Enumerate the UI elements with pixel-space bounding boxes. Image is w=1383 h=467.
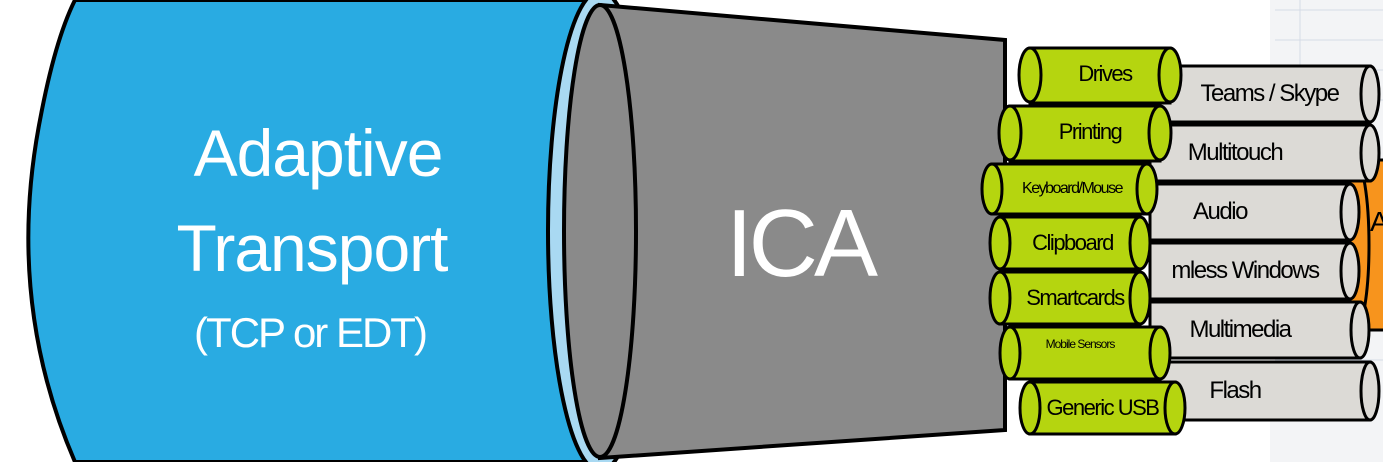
grey-label-flash: Flash (1195, 379, 1275, 403)
grey-label-multitouch: Multitouch (1160, 141, 1310, 165)
grey-label-seamless-windows: mless Windows (1150, 259, 1340, 283)
green-label-drives: Drives (1040, 63, 1170, 85)
transport-title-line1: Adaptive (118, 120, 518, 186)
green-label-printing: Printing (1020, 121, 1160, 143)
grey-cables (1150, 66, 1379, 420)
green-label-mobile-sensors: Mobile Sensors (1040, 336, 1120, 353)
green-label-smartcards: Smartcards (1005, 287, 1145, 309)
grey-label-multimedia: Multimedia (1170, 318, 1310, 342)
green-label-clipboard: Clipboard (1005, 232, 1140, 254)
transport-title-line2: Transport (112, 215, 512, 281)
grey-label-audio: Audio (1165, 200, 1275, 224)
grey-label-teams-skype: Teams / Skype (1182, 82, 1357, 106)
orange-label-partial: A (1370, 208, 1383, 236)
green-label-keyboard-mouse: Keyboard/Mouse (996, 181, 1148, 197)
ica-label: ICA (700, 196, 900, 292)
transport-subtitle: (TCP or EDT) (110, 312, 510, 354)
green-label-generic-usb: Generic USB (1030, 397, 1175, 419)
